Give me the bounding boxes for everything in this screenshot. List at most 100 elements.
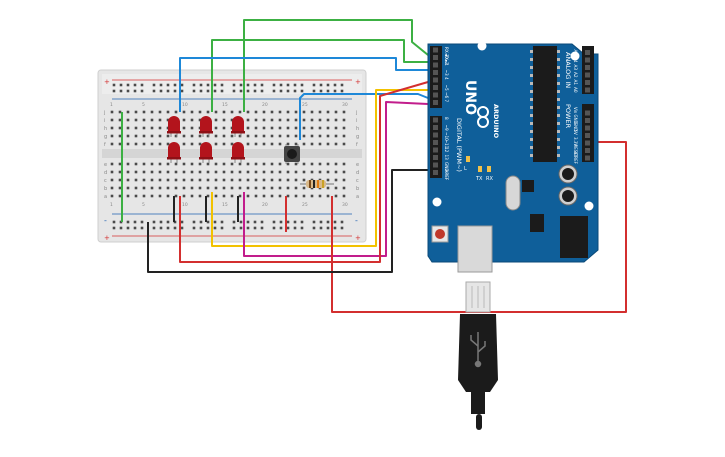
rail-hole[interactable] xyxy=(119,89,123,93)
rail-hole[interactable] xyxy=(213,226,217,230)
rail-hole[interactable] xyxy=(340,220,344,224)
rail-hole[interactable] xyxy=(220,220,224,224)
breadboard-hole[interactable] xyxy=(246,162,250,166)
breadboard-hole[interactable] xyxy=(166,134,170,138)
rail-hole[interactable] xyxy=(246,83,250,87)
breadboard-hole[interactable] xyxy=(118,126,122,130)
breadboard-hole[interactable] xyxy=(214,194,218,198)
breadboard-hole[interactable] xyxy=(198,110,202,114)
breadboard-hole[interactable] xyxy=(214,110,218,114)
breadboard-hole[interactable] xyxy=(246,186,250,190)
digital-pin-socket[interactable] xyxy=(433,77,438,83)
rail-hole[interactable] xyxy=(159,89,163,93)
rail-hole[interactable] xyxy=(333,226,337,230)
wire-magenta[interactable] xyxy=(243,101,429,257)
wire-green-2[interactable] xyxy=(243,19,429,112)
breadboard-hole[interactable] xyxy=(334,162,338,166)
breadboard-hole[interactable] xyxy=(334,118,338,122)
breadboard-hole[interactable] xyxy=(230,134,234,138)
breadboard-hole[interactable] xyxy=(326,126,330,130)
breadboard-hole[interactable] xyxy=(118,194,122,198)
breadboard-hole[interactable] xyxy=(318,194,322,198)
power-pin-socket[interactable] xyxy=(585,155,590,161)
breadboard-hole[interactable] xyxy=(334,126,338,130)
rail-hole[interactable] xyxy=(279,220,283,224)
breadboard-hole[interactable] xyxy=(326,162,330,166)
digital-pin-socket[interactable] xyxy=(433,170,438,175)
breadboard-hole[interactable] xyxy=(198,162,202,166)
breadboard-hole[interactable] xyxy=(278,186,282,190)
rail-hole[interactable] xyxy=(206,220,210,224)
led[interactable] xyxy=(231,142,245,163)
rail-hole[interactable] xyxy=(152,226,156,230)
breadboard-hole[interactable] xyxy=(342,162,346,166)
breadboard-hole[interactable] xyxy=(318,110,322,114)
breadboard-hole[interactable] xyxy=(254,134,258,138)
breadboard-hole[interactable] xyxy=(254,118,258,122)
rail-hole[interactable] xyxy=(180,89,184,93)
breadboard-hole[interactable] xyxy=(174,170,178,174)
breadboard-hole[interactable] xyxy=(342,178,346,182)
breadboard-hole[interactable] xyxy=(190,170,194,174)
analog-pin-socket[interactable] xyxy=(585,80,590,85)
breadboard-hole[interactable] xyxy=(166,194,170,198)
rail-hole[interactable] xyxy=(232,220,236,224)
breadboard-hole[interactable] xyxy=(342,186,346,190)
rail-hole[interactable] xyxy=(272,226,276,230)
breadboard-hole[interactable] xyxy=(214,126,218,130)
rail-hole[interactable] xyxy=(246,220,250,224)
rail-hole[interactable] xyxy=(152,89,156,93)
breadboard-hole[interactable] xyxy=(326,170,330,174)
analog-pin-socket[interactable] xyxy=(585,65,590,70)
breadboard-hole[interactable] xyxy=(110,194,114,198)
rail-hole[interactable] xyxy=(300,220,304,224)
breadboard-hole[interactable] xyxy=(342,134,346,138)
digital-pin-socket[interactable] xyxy=(433,55,438,60)
breadboard-hole[interactable] xyxy=(118,110,122,114)
breadboard-hole[interactable] xyxy=(270,194,274,198)
breadboard-hole[interactable] xyxy=(262,126,266,130)
rail-hole[interactable] xyxy=(112,83,116,87)
power-pin-socket[interactable] xyxy=(585,118,590,123)
breadboard-hole[interactable] xyxy=(214,118,218,122)
breadboard-hole[interactable] xyxy=(198,178,202,182)
breadboard-hole[interactable] xyxy=(310,162,314,166)
breadboard-hole[interactable] xyxy=(150,142,154,146)
rail-hole[interactable] xyxy=(133,220,137,224)
breadboard-hole[interactable] xyxy=(230,162,234,166)
led[interactable] xyxy=(199,116,213,137)
breadboard-hole[interactable] xyxy=(238,186,242,190)
breadboard-hole[interactable] xyxy=(150,162,154,166)
breadboard-hole[interactable] xyxy=(270,170,274,174)
breadboard-hole[interactable] xyxy=(134,162,138,166)
usb-port[interactable] xyxy=(457,225,493,273)
rail-hole[interactable] xyxy=(286,220,290,224)
breadboard-hole[interactable] xyxy=(254,110,258,114)
breadboard-hole[interactable] xyxy=(142,118,146,122)
breadboard-hole[interactable] xyxy=(182,186,186,190)
wire-blue-2[interactable] xyxy=(299,93,429,140)
breadboard-hole[interactable] xyxy=(126,142,130,146)
digital-pin-socket[interactable] xyxy=(433,125,438,130)
rail-hole[interactable] xyxy=(220,226,224,230)
digital-pin-socket[interactable] xyxy=(433,62,438,68)
rail-hole[interactable] xyxy=(199,220,203,224)
rail-hole[interactable] xyxy=(260,89,264,93)
breadboard-hole[interactable] xyxy=(278,194,282,198)
rail-hole[interactable] xyxy=(272,220,276,224)
breadboard-hole[interactable] xyxy=(110,118,114,122)
breadboard-hole[interactable] xyxy=(110,134,114,138)
breadboard-hole[interactable] xyxy=(174,162,178,166)
rail-hole[interactable] xyxy=(326,83,330,87)
breadboard-hole[interactable] xyxy=(134,186,138,190)
rail-hole[interactable] xyxy=(126,226,130,230)
digital-pin-socket[interactable] xyxy=(433,92,438,98)
breadboard-hole[interactable] xyxy=(254,170,258,174)
breadboard-hole[interactable] xyxy=(334,194,338,198)
breadboard-hole[interactable] xyxy=(334,170,338,174)
breadboard-hole[interactable] xyxy=(278,170,282,174)
breadboard-hole[interactable] xyxy=(310,194,314,198)
power-jack[interactable] xyxy=(560,216,588,258)
breadboard-hole[interactable] xyxy=(142,170,146,174)
breadboard-hole[interactable] xyxy=(182,118,186,122)
